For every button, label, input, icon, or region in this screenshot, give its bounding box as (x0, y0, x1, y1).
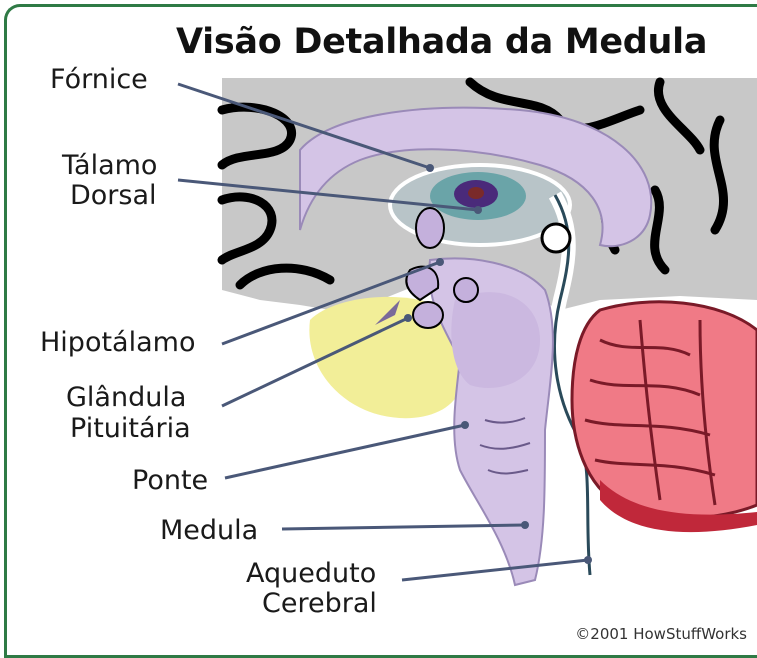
label-pituitary-line1: Glândula (66, 382, 186, 413)
label-thalamus-line1: Tálamo (62, 150, 157, 181)
leader-line-medulla (282, 525, 525, 529)
diagram-title: Visão Detalhada da Medula (176, 22, 707, 62)
leader-line-pons (225, 425, 465, 478)
label-aqueduct-line1: Aqueduto (246, 558, 376, 589)
label-thalamus-line2: Dorsal (70, 180, 157, 211)
label-medulla: Medula (160, 515, 258, 546)
label-aqueduct-line2: Cerebral (262, 588, 377, 619)
cerebellum (572, 302, 757, 518)
label-hypothalamus: Hipotálamo (40, 327, 195, 358)
label-pons: Ponte (132, 465, 208, 496)
copyright-credit: ©2001 HowStuffWorks (575, 625, 747, 643)
label-pituitary-line2: Pituitária (70, 413, 191, 444)
label-fornix: Fórnice (50, 64, 148, 95)
leader-line-aqueduct (402, 560, 588, 580)
